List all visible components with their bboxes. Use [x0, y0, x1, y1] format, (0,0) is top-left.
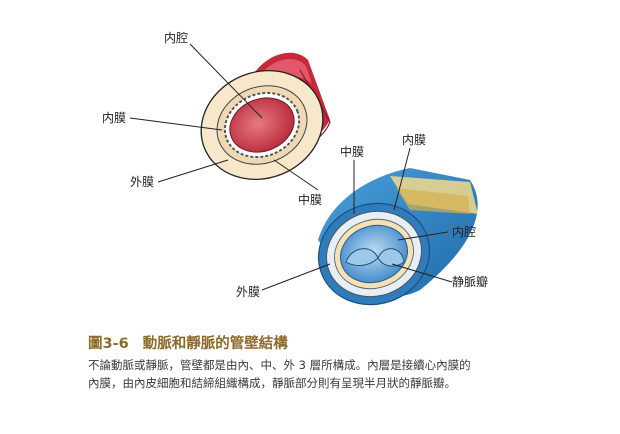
figure-caption-title: 圖3-6 動脈和靜脈的管壁結構	[88, 332, 288, 353]
label-artery-adventitia: 外膜	[130, 175, 154, 189]
figure-number: 圖3-6	[88, 336, 129, 352]
label-vein-valve: 静脈瓣	[452, 275, 488, 289]
figure-caption-body: 不論動脈或靜脈，管壁都是由內、中、外 3 層所構成。內層是接續心內膜的 內膜，由…	[88, 356, 578, 392]
figure-title: 動脈和靜脈的管壁結構	[142, 336, 288, 352]
label-vein-intima: 内膜	[402, 133, 426, 147]
caption-line-2: 內膜，由內皮細胞和結締組織構成，靜脈部分則有呈現半月狀的靜脈瓣。	[88, 376, 456, 390]
label-artery-media: 中膜	[298, 192, 322, 207]
label-vein-lumen: 内腔	[452, 224, 476, 239]
label-vein-adventitia: 外膜	[236, 285, 260, 299]
caption-line-1: 不論動脈或靜脈，管壁都是由內、中、外 3 層所構成。內層是接續心內膜的	[88, 358, 471, 372]
label-vein-media: 中膜	[340, 144, 364, 159]
vein-leader-lines	[261, 147, 453, 291]
artery-illustration	[200, 52, 331, 181]
label-artery-intima: 内膜	[102, 111, 126, 125]
label-artery-lumen: 内腔	[164, 30, 188, 45]
artery-leader-lines	[129, 43, 319, 191]
vein-illustration	[317, 168, 478, 306]
